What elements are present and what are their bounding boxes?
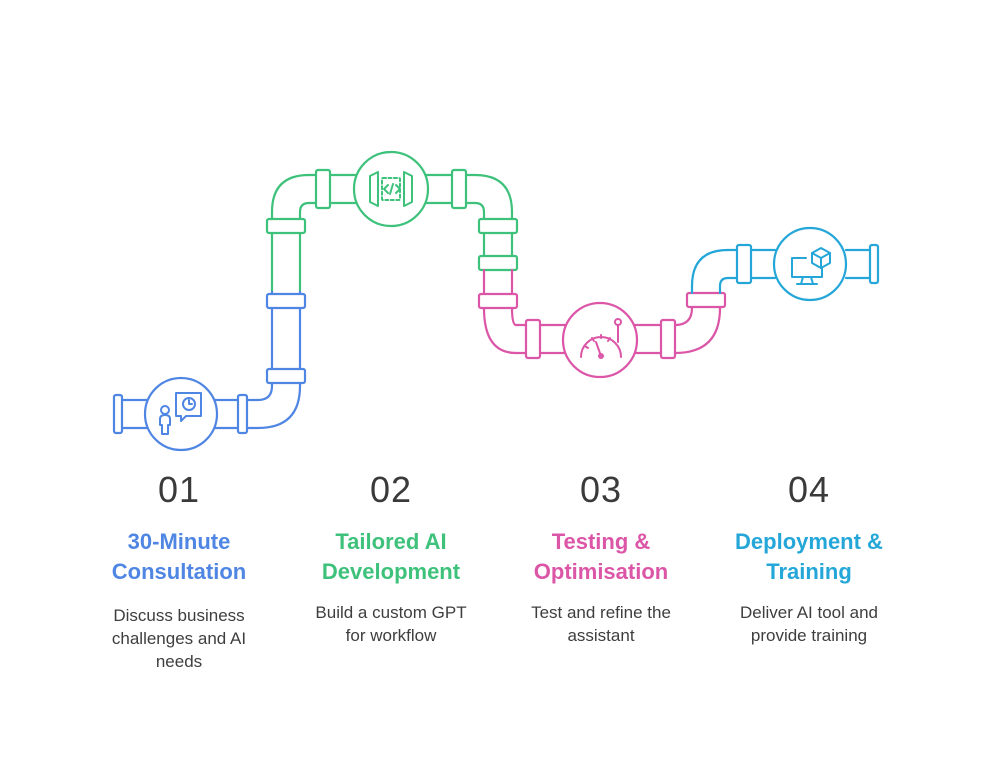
step-1-title-line1: 30-Minute [127,529,231,554]
node-2 [352,150,430,228]
pipe-segment-2 [265,168,519,292]
step-3-number: 03 [579,469,623,510]
step-3-description: Test and refine the assistant [506,601,696,647]
step-4-title: Deployment & Training [714,527,904,587]
step-4-description: Deliver AI tool and provide training [714,601,904,647]
step-2-number: 02 [369,469,413,510]
step-1-title-line2: Consultation [111,559,247,584]
monitor-cube-icon [791,247,831,285]
step-2-description: Build a custom GPT for workflow [296,601,486,647]
step-2-desc-line2: for workflow [345,626,437,645]
pipe-segment-3 [477,268,727,360]
pipe-segment-4 [690,243,880,295]
step-3-desc-line1: Test and refine the [531,603,671,622]
step-4-desc-line2: provide training [750,626,868,645]
person-clock-icon [159,392,202,435]
step-2-title-line1: Tailored AI [335,529,447,554]
step-4-desc-line1: Deliver AI tool and [740,603,878,622]
step-4-number: 04 [787,469,831,510]
code-brackets-icon [369,171,413,207]
step-1-title: 30-Minute Consultation [84,527,274,587]
step-2-title-line2: Development [321,559,461,584]
step-3-title-line1: Testing & [551,529,651,554]
step-4-title-line2: Training [766,559,852,584]
speedometer-icon [580,318,622,359]
step-2-desc-line1: Build a custom GPT [315,603,467,622]
pipe-segment-1 [112,288,307,435]
node-4 [772,226,848,302]
step-1-desc-line1: Discuss business [113,606,245,625]
step-3-title-line2: Optimisation [533,559,669,584]
step-1-desc-line3: needs [155,652,203,671]
step-3-title: Testing & Optimisation [506,527,696,587]
step-2-title: Tailored AI Development [296,527,486,587]
node-1 [143,376,219,452]
step-4-title-line1: Deployment & [735,529,883,554]
step-1-description: Discuss business challenges and AI needs [84,604,274,673]
step-1-desc-line2: challenges and AI [111,629,247,648]
step-1-number: 01 [157,469,201,510]
node-3 [561,301,639,379]
step-3-desc-line2: assistant [567,626,635,645]
